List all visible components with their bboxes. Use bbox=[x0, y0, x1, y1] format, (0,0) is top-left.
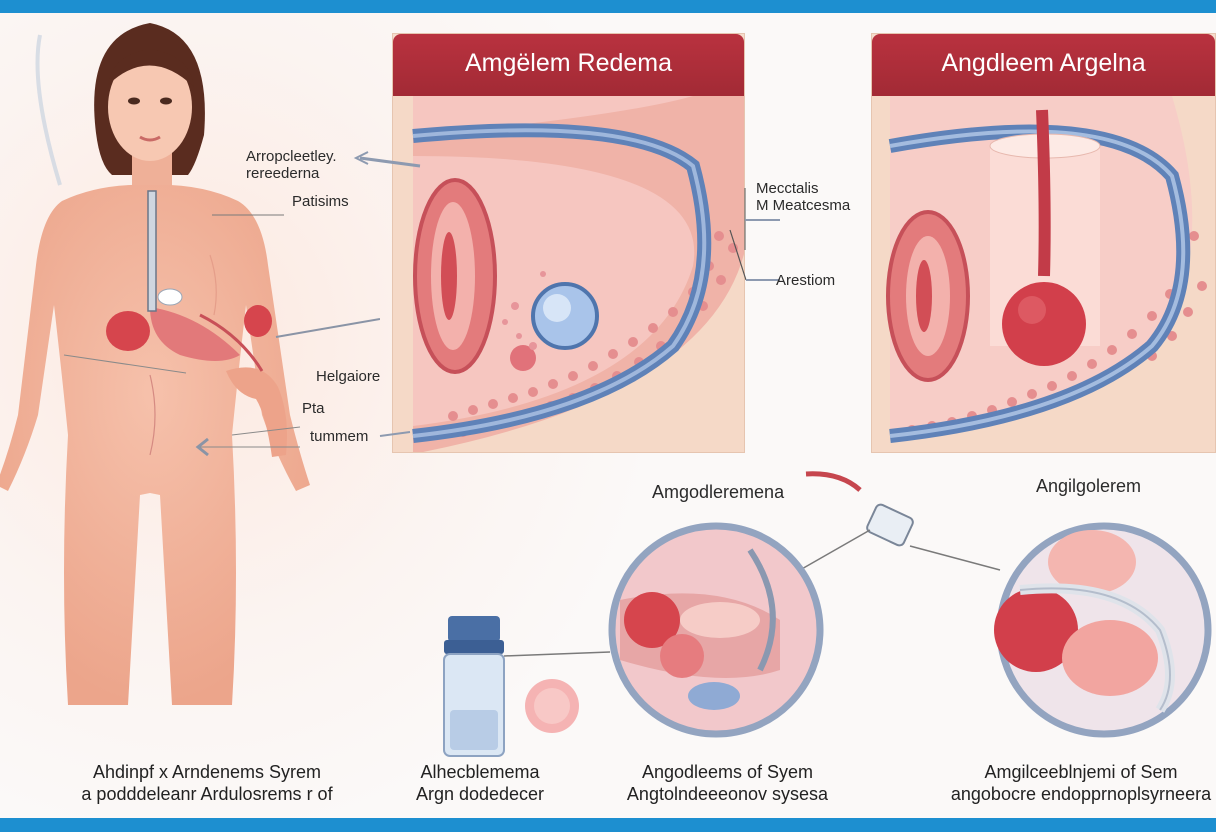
cross-section-panel-right: Angdleem Argelna bbox=[871, 33, 1216, 453]
panel-left-header bbox=[393, 34, 744, 96]
swelling-cross-section-left bbox=[393, 96, 744, 452]
caption-1-line2: a podddeleanr Ardulosrems r of bbox=[81, 784, 333, 804]
magnified-circle-left bbox=[608, 522, 824, 738]
panel-pointer-lines bbox=[353, 151, 780, 437]
bottom-frame-bar bbox=[0, 818, 1216, 832]
body-label-top-line1: Arropcleetley. bbox=[246, 148, 337, 165]
panel-right-header bbox=[872, 34, 1215, 96]
panel-label-arestiom: Arestiom bbox=[776, 272, 836, 289]
caption-4-line1: Amgilceeblnjemi of Sem bbox=[984, 762, 1178, 782]
panel-label-mecctalis: Mecctalis bbox=[756, 180, 819, 197]
caption-4-line2: angobocre endopprnoplsyrneera bbox=[950, 784, 1212, 804]
syringe-illustration bbox=[799, 471, 1001, 571]
panel-left-title: Amgëlem Redema bbox=[464, 49, 673, 77]
body-label-top-line2: rereederna bbox=[246, 165, 320, 182]
body-label-helgaiore: Helgaiore bbox=[316, 368, 381, 385]
body-label-pta: Pta bbox=[302, 400, 325, 417]
panel-label-mmeatcesma: M Meatcesma bbox=[756, 197, 851, 214]
magnified-circle-right bbox=[994, 522, 1212, 738]
vial-illustration bbox=[443, 616, 611, 757]
circle-label-left: Amgodleremena bbox=[652, 482, 785, 502]
caption-3-line1: Angodleems of Syem bbox=[641, 762, 814, 782]
panel-right-title: Angdleem Argelna bbox=[941, 49, 1146, 77]
caption-2-line2: Argn dodedecer bbox=[415, 784, 545, 804]
body-label-patisims: Patisims bbox=[292, 193, 349, 210]
caption-3-line2: Angtolndeeeonov sysesa bbox=[626, 784, 829, 804]
body-label-tummem: tummem bbox=[310, 428, 369, 445]
caption-2-line1: Alhecblemema bbox=[420, 762, 540, 782]
top-frame-bar bbox=[0, 0, 1216, 13]
human-body-illustration bbox=[0, 23, 380, 705]
bottom-illustrations bbox=[443, 471, 1212, 757]
circle-label-right: Angilgolerem bbox=[1036, 476, 1142, 496]
cross-section-panel-left: Amgëlem Redema bbox=[392, 33, 745, 453]
caption-1-line1: Ahdinpf x Arndenems Syrem bbox=[92, 762, 322, 782]
swelling-cross-section-right bbox=[872, 96, 1215, 452]
